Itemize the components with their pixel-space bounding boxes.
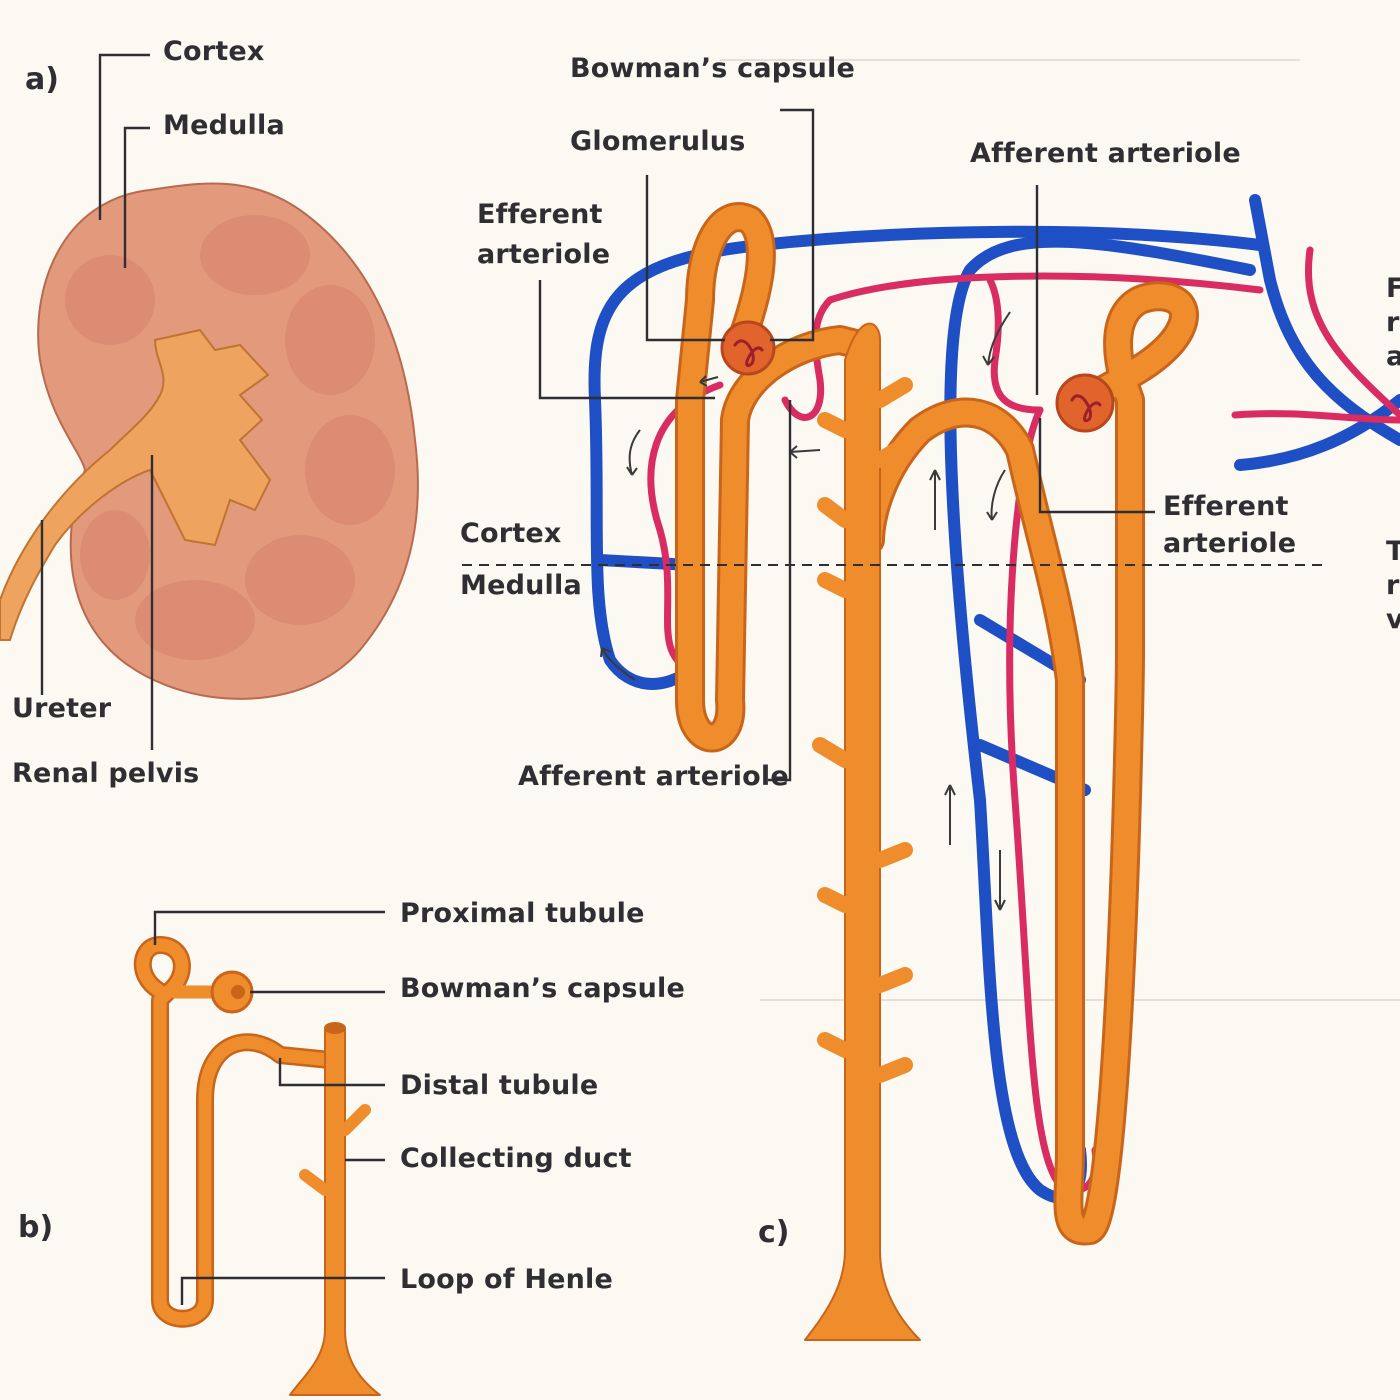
panel-label-b: b) — [18, 1210, 54, 1245]
distal-tubule-label: Distal tubule — [400, 1070, 599, 1101]
kidney-leader-lines — [40, 53, 154, 750]
medulla-zone-label: Medulla — [460, 570, 582, 601]
renal-pelvis-label: Renal pelvis — [12, 758, 200, 789]
kidney-illustration — [0, 182, 419, 700]
glomerulus-label: Glomerulus — [570, 126, 746, 157]
loop-of-henle-label: Loop of Henle — [400, 1264, 614, 1295]
efferent-arteriole-label-left: Efferent arteriole — [477, 199, 611, 270]
detailed-nephron-leader-lines — [538, 108, 1155, 782]
renal-pelvis-shape — [0, 328, 272, 641]
kidney-cortex-label: Cortex — [163, 36, 265, 67]
cortex-zone-label: Cortex — [460, 518, 562, 549]
proximal-tubule-label: Proximal tubule — [400, 898, 645, 929]
cut-off-label-bottom-right: T r v — [1386, 536, 1400, 635]
simple-nephron-illustration — [133, 936, 381, 1396]
simple-nephron-leader-lines — [153, 910, 385, 1305]
panel-label-a: a) — [25, 62, 59, 97]
bowmans-capsule-label-b: Bowman’s capsule — [400, 973, 685, 1004]
ureter-label: Ureter — [12, 693, 112, 724]
kidney-medulla-label: Medulla — [163, 110, 285, 141]
afferent-arteriole-label-top: Afferent arteriole — [970, 138, 1241, 169]
collecting-duct-label: Collecting duct — [400, 1143, 632, 1174]
bowmans-capsule-label-c: Bowman’s capsule — [570, 53, 855, 84]
efferent-arteriole-label-right: Efferent arteriole — [1163, 491, 1297, 559]
detailed-nephron-illustration — [588, 194, 1400, 1341]
cut-off-label-top-right: F r a — [1386, 273, 1400, 372]
panel-label-c: c) — [758, 1215, 790, 1250]
flow-arrows — [600, 311, 1011, 911]
afferent-arteriole-label-bottom: Afferent arteriole — [518, 761, 789, 792]
